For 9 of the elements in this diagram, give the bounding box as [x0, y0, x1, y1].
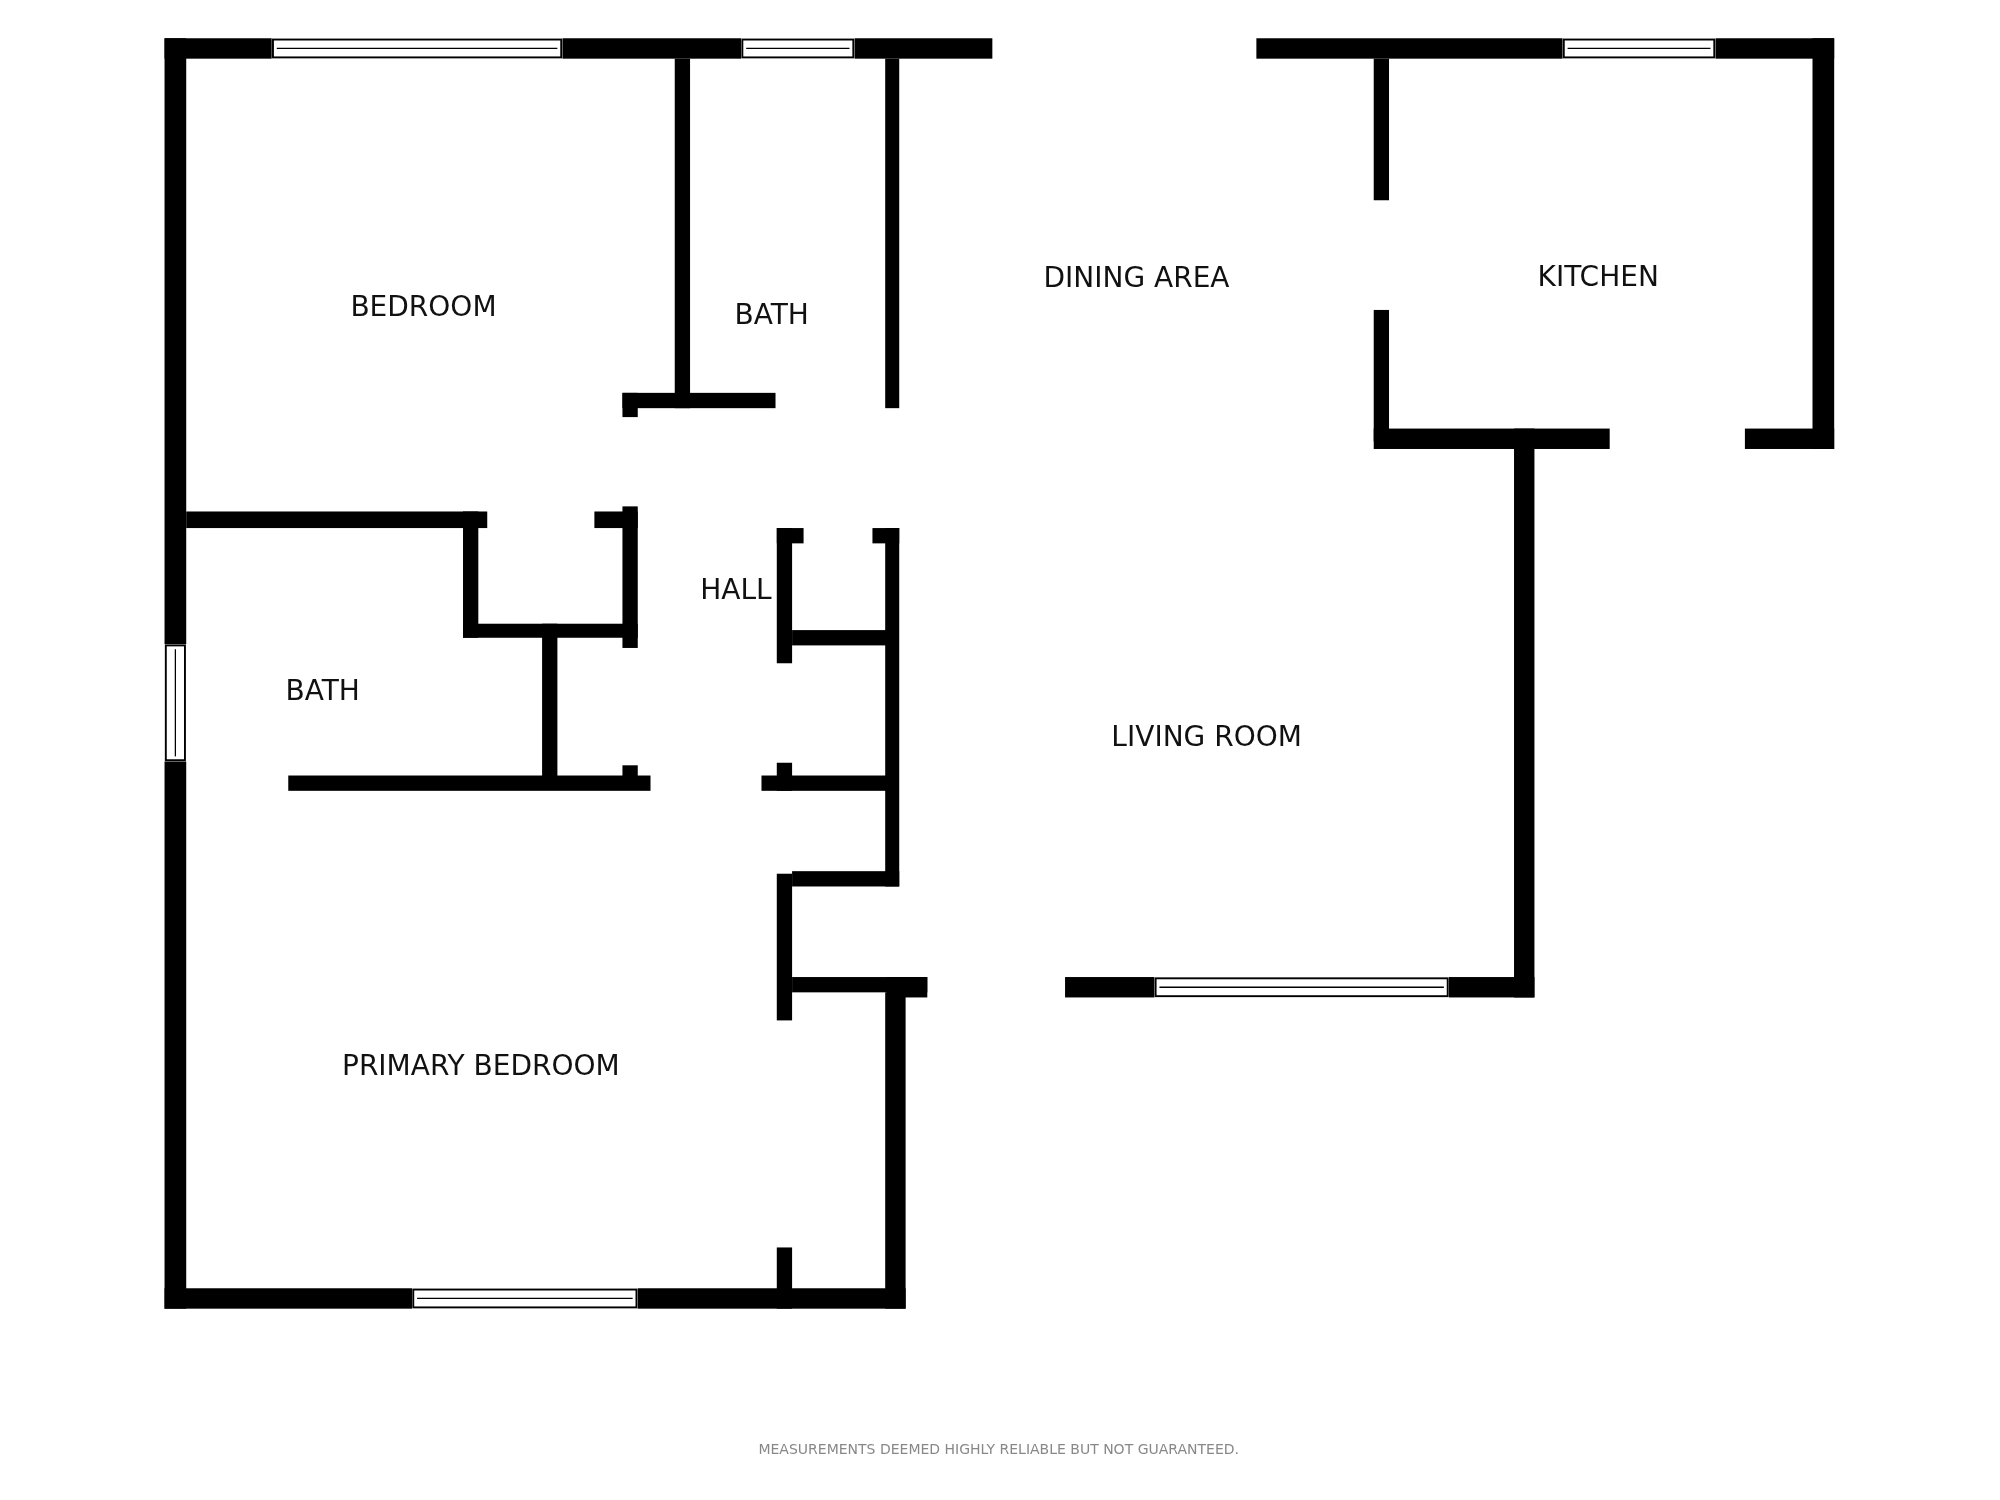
disclaimer-note: MEASUREMENTS DEEMED HIGHLY RELIABLE BUT NOT GUARANTEED.	[758, 1440, 1239, 1457]
room-label: BATH	[734, 297, 809, 331]
room-label: BATH	[285, 673, 360, 707]
room-label: DINING AREA	[1043, 260, 1230, 294]
room-label: PRIMARY BEDROOM	[342, 1048, 620, 1082]
room-label: KITCHEN	[1537, 259, 1659, 292]
room-label: HALL	[700, 572, 772, 606]
room-label: LIVING ROOM	[1111, 719, 1302, 753]
room-label: BEDROOM	[350, 289, 497, 323]
